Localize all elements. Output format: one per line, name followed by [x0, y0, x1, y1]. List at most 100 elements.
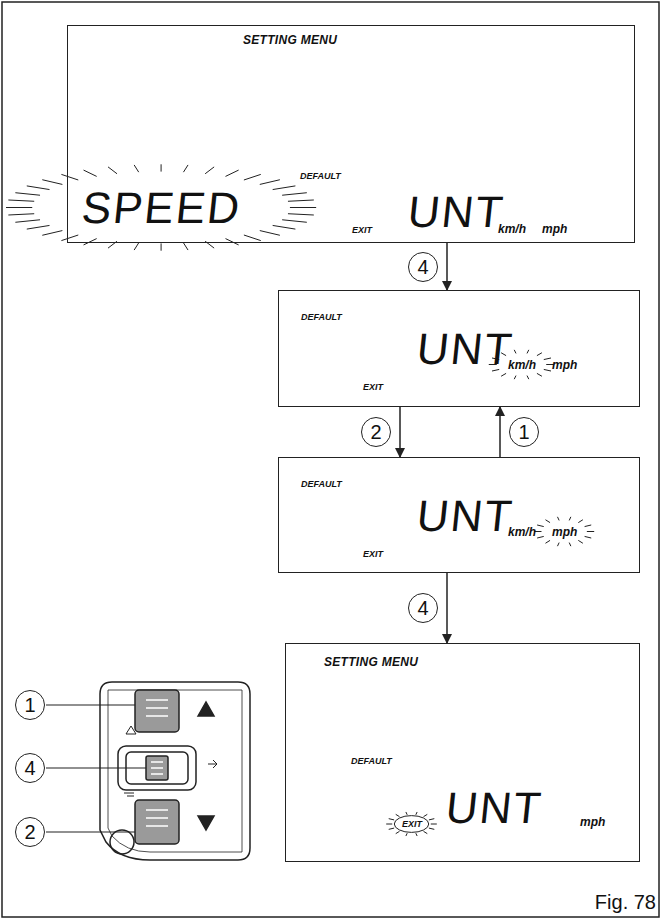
blink-ray	[161, 164, 162, 171]
callout-number: 1	[15, 690, 45, 720]
lcd-label: km/h	[498, 223, 526, 235]
blink-ray	[544, 369, 551, 371]
flash-rays	[68, 26, 69, 27]
flash-rays	[286, 644, 287, 645]
blink-ray	[544, 358, 551, 360]
blink-ray	[396, 814, 400, 816]
blink-ray	[282, 220, 307, 223]
lcd-label: SETTING MENU	[324, 656, 418, 668]
lcd-label: EXIT	[352, 226, 372, 235]
blink-ray	[424, 814, 428, 816]
leader-lines	[46, 705, 146, 832]
blink-ray	[537, 373, 542, 376]
blink-ray	[557, 517, 559, 521]
blink-ray	[431, 824, 437, 825]
blink-ray	[424, 831, 428, 833]
lcd-screen: DEFAULTEXITUNTkm/hmph	[278, 457, 640, 573]
blink-ray	[396, 831, 400, 833]
blink-ray	[416, 812, 417, 815]
blink-ray	[61, 174, 78, 180]
flash-rays	[279, 291, 280, 292]
blink-ray	[585, 525, 592, 527]
blink-ray	[273, 186, 296, 190]
step-number: 2	[361, 417, 391, 447]
blink-ray	[260, 180, 280, 185]
blink-ray	[389, 828, 394, 829]
blink-ray	[205, 241, 214, 248]
blink-ray	[244, 235, 261, 241]
lcd-digits: UNT	[406, 190, 507, 234]
lcd-label: EXIT	[363, 383, 383, 392]
callout-number: 2	[15, 817, 45, 847]
blink-ray	[226, 170, 239, 176]
blink-ray	[386, 824, 392, 825]
blink-ray	[288, 214, 314, 215]
blink-ray	[514, 350, 516, 354]
blink-ray	[429, 819, 434, 820]
blink-ray	[578, 520, 583, 523]
blink-ray	[108, 167, 117, 174]
blink-ray	[288, 200, 314, 201]
lcd-label: DEFAULT	[300, 172, 341, 181]
blink-ray	[537, 353, 542, 356]
blink-ray	[134, 243, 139, 250]
flow-arrow	[499, 407, 501, 457]
lcd-label: km/h	[508, 359, 536, 371]
lcd-label: km/h	[508, 526, 536, 538]
blink-ray	[578, 540, 583, 543]
blink-ray	[527, 350, 529, 354]
blink-ray	[416, 833, 417, 836]
blink-ray	[134, 165, 139, 172]
blink-ray	[205, 167, 214, 174]
lcd-label: EXIT	[402, 820, 422, 829]
step-number: 4	[408, 252, 438, 282]
blink-ray	[537, 525, 544, 527]
blink-ray	[569, 543, 571, 547]
lcd-digits: UNT	[415, 327, 516, 371]
lcd-label: DEFAULT	[351, 757, 392, 766]
blink-ray	[290, 207, 316, 208]
flow-arrow	[446, 573, 448, 643]
blink-ray	[6, 207, 32, 208]
blink-ray	[42, 231, 62, 236]
switch-illustration	[100, 682, 250, 860]
lcd-label: mph	[542, 223, 567, 235]
blink-ray	[27, 225, 50, 229]
blink-ray	[273, 225, 296, 229]
flash-rays	[279, 458, 280, 459]
blink-ray	[27, 186, 50, 190]
blink-ray	[557, 543, 559, 547]
blink-ray	[260, 231, 280, 236]
lcd-digits: UNT	[444, 786, 545, 830]
blink-ray	[42, 180, 62, 185]
lcd-label: mph	[552, 526, 577, 538]
blink-ray	[514, 376, 516, 380]
lcd-label: DEFAULT	[301, 480, 342, 489]
blink-ray	[183, 243, 188, 250]
step-number: 1	[509, 417, 539, 447]
lcd-digits: UNT	[415, 494, 516, 538]
blink-ray	[389, 819, 394, 820]
blink-ray	[84, 170, 97, 176]
blink-ray	[8, 200, 34, 201]
lcd-digits: SPEED	[80, 186, 244, 230]
lcd-screen: DEFAULTEXITUNTkm/hmph	[278, 290, 640, 407]
step-number: 4	[408, 593, 438, 623]
flow-arrow	[399, 407, 401, 457]
blink-ray	[226, 239, 239, 245]
blink-ray	[587, 531, 594, 532]
callout-number: 4	[15, 753, 45, 783]
lcd-label: mph	[580, 816, 605, 828]
blink-ray	[84, 239, 97, 245]
blink-ray	[282, 193, 307, 196]
blink-ring	[394, 816, 428, 833]
blink-ray	[545, 540, 550, 543]
blink-ray	[15, 220, 40, 223]
lcd-screen: SETTING MENUDEFAULTSPEEDEXITUNTkm/hmph	[67, 25, 635, 243]
blink-ray	[244, 174, 261, 180]
blink-ray	[108, 241, 117, 248]
flow-arrow	[446, 243, 448, 290]
blink-ray	[501, 373, 506, 376]
